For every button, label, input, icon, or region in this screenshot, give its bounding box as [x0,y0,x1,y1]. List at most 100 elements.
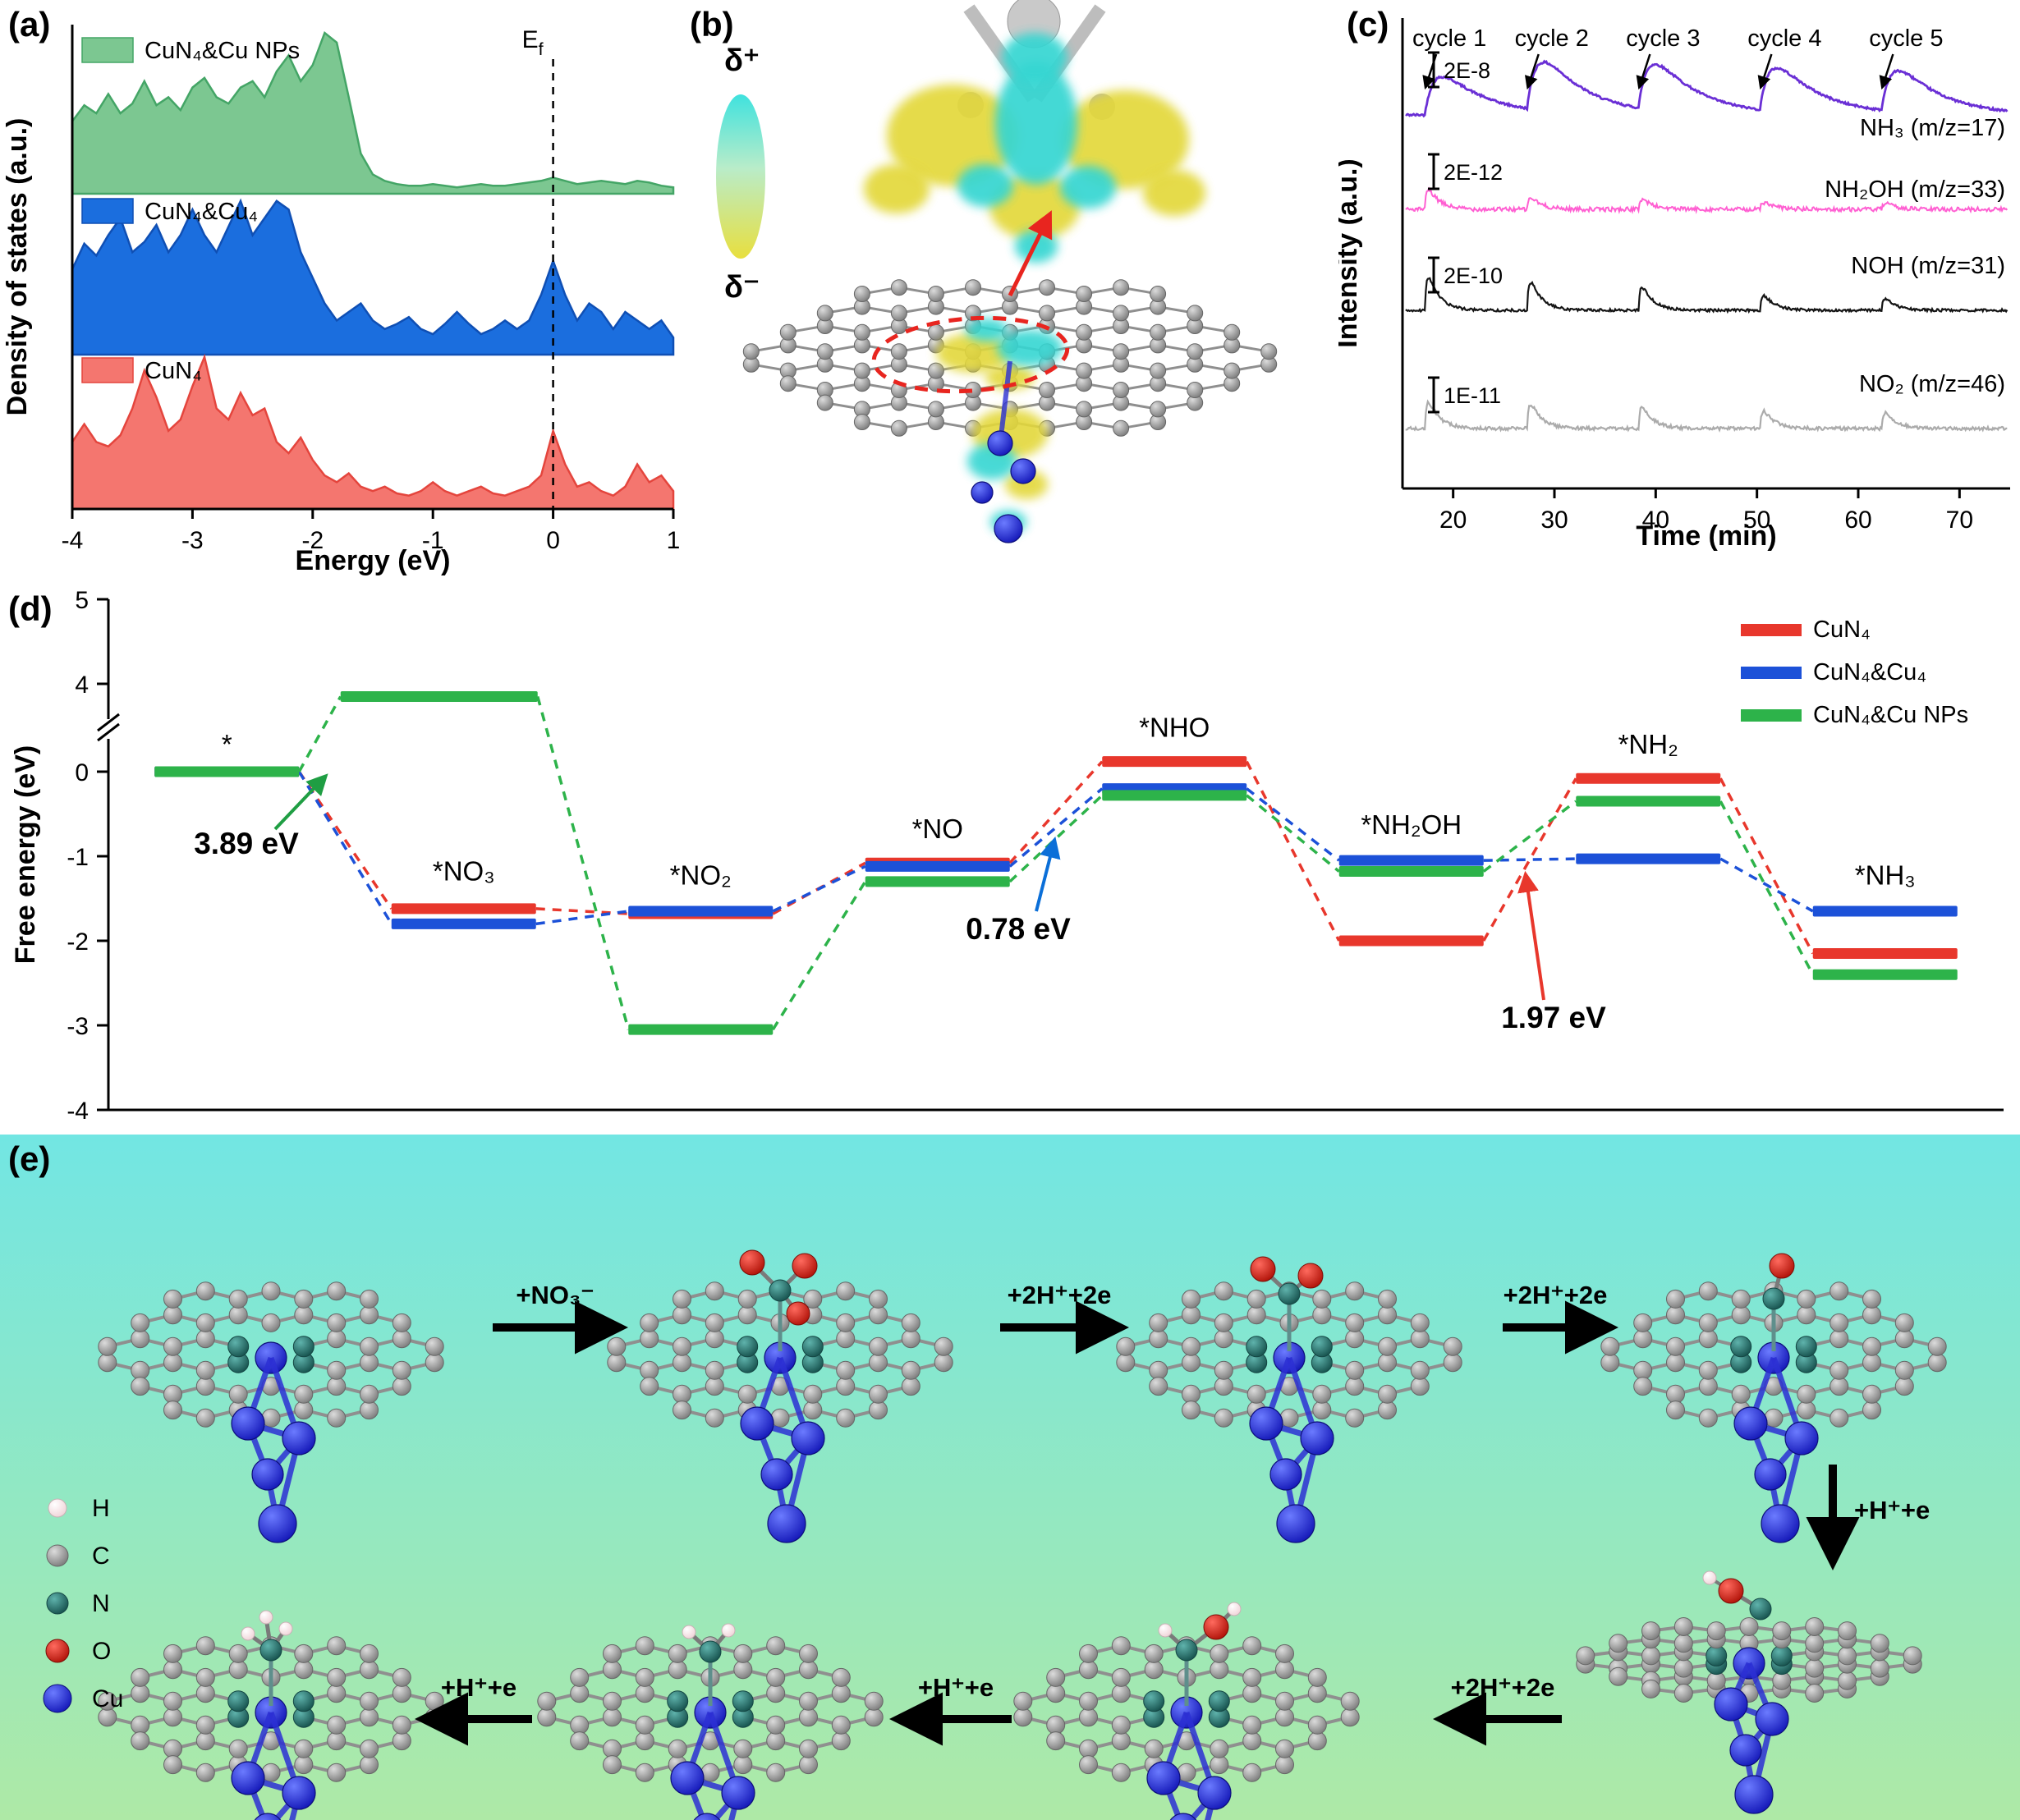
structure-nh2-adsorbed [537,1623,884,1820]
legend-swatch-cun [81,357,134,383]
x-tick: -2 [301,527,324,554]
scalebar-label: 2E-12 [1444,160,1503,185]
fe-legend-label: CuN₄&Cu NPs [1813,702,1968,728]
reaction-arrow-label: +2H⁺+2e [1008,1281,1112,1309]
x-tick: 40 [1642,507,1669,534]
reaction-arrow-label: +2H⁺+2e [1504,1281,1608,1309]
annotation-389ev: 3.89 eV [194,827,299,860]
delta-plus-label: δ⁺ [724,44,760,78]
scalebar-label: 2E-10 [1444,264,1503,288]
fe-legend-label: CuN₄ [1813,617,1871,643]
x-axis-label: Energy (eV) [296,545,451,576]
state-label-no: *NO₂ [670,860,732,891]
delta-colorbar [716,94,765,259]
cycle-label: cycle 1 [1412,25,1486,52]
legend-label: CuN₄&Cu NPs [145,38,300,64]
scalebar-label: 2E-8 [1444,58,1490,83]
atom-legend-label: Cu [92,1685,123,1712]
noh-molecule [1702,1570,1772,1621]
cycle-label: cycle 3 [1626,25,1700,52]
x-tick: 1 [667,527,681,554]
highlight-dashed-ellipse [871,315,1070,394]
atom-legend-label: C [92,1543,110,1570]
cycle-label: cycle 4 [1747,25,1821,52]
x-tick: -3 [181,527,204,554]
fermi-label: Ef​ [522,26,544,59]
trace-nh-m-z-17 [1405,59,2009,118]
y-axis-label: Intensity (a.u.) [1338,158,1363,347]
structure-no3-adsorbed [607,1249,953,1543]
fe-legend-swatch [1741,624,1802,636]
fe-legend-swatch [1741,709,1802,722]
reaction-arrow-label: +H⁺+e [1854,1496,1930,1524]
reaction-arrow-2: +2H⁺+2e [1503,1281,1618,1355]
legend-swatch-cun-cu-nps [81,37,134,63]
graphene-sheet-with-cluster [742,279,1278,543]
mechanism-scheme: +NO₃⁻ +2H⁺+2e +2H⁺+2e +H⁺+e +2H⁺+2e +H⁺+e +H⁺+… [0,1135,2020,1820]
atom-legend-label: H [92,1495,110,1522]
panel-b-charge-density: (b) δ⁺δ⁻ [682,0,1338,583]
x-tick: 60 [1844,507,1871,534]
state-label-: * [222,729,232,759]
x-tick: -1 [422,527,444,554]
reaction-arrow-label: +H⁺+e [918,1673,994,1702]
y-tick: -2 [67,928,89,956]
reaction-arrow-label: +NO₃⁻ [516,1281,594,1309]
series-label-noh-m-z-31: NOH (m/z=31) [1851,253,2005,279]
legend-swatch-cun-cu [81,198,134,224]
x-tick: 70 [1946,507,1973,534]
series-label-no-m-z-46: NO₂ (m/z=46) [1859,371,2005,397]
charge-blob-zoom [864,0,1205,263]
reaction-arrow-4: +2H⁺+2e [1433,1673,1562,1746]
fe-legend-label: CuN₄&Cu₄ [1813,659,1926,685]
x-tick: -4 [62,527,84,554]
structure-nh3-adsorbed [98,1610,444,1820]
series-label-nh-oh-m-z-33: NH₂OH (m/z=33) [1825,176,2005,203]
state-label-nh: *NH₃ [1855,860,1916,891]
atom-legend-label: O [92,1638,111,1665]
trace-noh-m-z-31 [1405,277,2009,314]
dos-curve-cun-cu [71,198,675,356]
structure-no-adsorbed [1600,1253,1947,1543]
y-axis-label: Free energy (eV) [10,745,41,964]
reaction-arrow-6: +H⁺+e [415,1673,532,1746]
y-tick: 4 [75,672,89,699]
reaction-arrow-label: +H⁺+e [441,1673,516,1702]
legend-label: CuN₄ [145,358,202,384]
charge-density-figure: δ⁺δ⁻ [716,0,1278,543]
x-tick: 50 [1743,507,1770,534]
panel-d-label: (d) [8,589,53,628]
state-label-no: *NO [912,814,963,844]
structure-no2-adsorbed [1116,1256,1462,1543]
y-tick: 0 [75,759,89,786]
panel-c-label: (c) [1347,5,1389,44]
y-tick: 5 [75,587,89,614]
fe-legend-swatch [1741,667,1802,679]
panel-a-label: (a) [8,5,51,44]
state-label-nho: *NHO [1139,712,1210,742]
annotation-197ev: 1.97 eV [1501,1001,1606,1034]
reaction-arrow-5: +H⁺+e [889,1673,1012,1746]
cycle-label: cycle 2 [1515,25,1589,52]
x-tick: 30 [1540,507,1568,534]
panel-b-label: (b) [690,5,734,44]
cycle-label: cycle 5 [1869,25,1943,52]
mechanism-background [0,1135,2020,1820]
state-label-nh: *NH₂ [1618,729,1678,759]
dos-curve-cun-cu-nps [71,30,675,195]
annotation-078ev: 0.78 eV [966,912,1071,946]
x-tick: 0 [546,527,560,554]
trace-nh-oh-m-z-33 [1405,186,2009,215]
dos-curve-cun [71,353,675,511]
series-label-nh-m-z-17: NH₃ (m/z=17) [1860,115,2005,141]
reaction-arrow-3: +H⁺+e [1806,1465,1930,1570]
y-tick: -4 [67,1098,89,1125]
x-tick: 20 [1439,507,1467,534]
scalebar-label: 1E-11 [1444,383,1501,408]
